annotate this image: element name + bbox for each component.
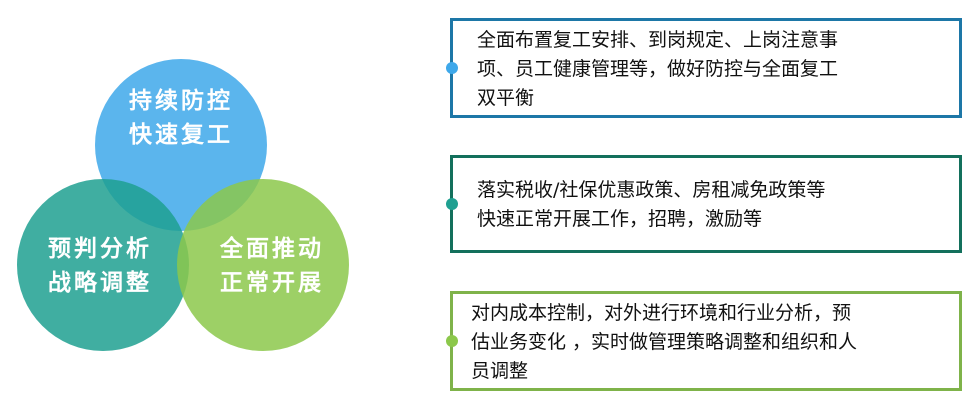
measure-line: 全面布置复工安排、到岗规定、上岗注意事 (477, 29, 839, 51)
measure-line: 落实税收/社保优惠政策、房租减免政策等 (477, 179, 826, 201)
measure-line: 快速正常开展工作，招聘，激励等 (477, 208, 763, 230)
bullet-dot-icon (446, 335, 458, 347)
measure-box-cost-control: 对内成本控制，对外进行环境和行业分析，预 估业务变化 ，实时做管理策略调整和组织… (446, 291, 962, 391)
measure-box-resumption: 全面布置复工安排、到岗规定、上岗注意事 项、员工健康管理等，做好防控与全面复工 … (446, 18, 962, 118)
circle-left-line1: 预判分析 (48, 236, 152, 262)
measure-line: 项、员工健康管理等，做好防控与全面复工 (477, 58, 839, 80)
circle-top-line2: 快速复工 (129, 122, 233, 148)
circle-top-label: 持续防控 快速复工 (121, 84, 241, 152)
circle-right-label: 全面推动 正常开展 (212, 232, 332, 300)
measure-box-policy: 落实税收/社保优惠政策、房租减免政策等 快速正常开展工作，招聘，激励等 (446, 155, 962, 253)
circle-full-promotion (177, 179, 349, 351)
circle-left-line2: 战略调整 (48, 270, 152, 296)
measure-text: 对内成本控制，对外进行环境和行业分析，预 估业务变化 ，实时做管理策略调整和组织… (471, 299, 857, 386)
measure-line: 估业务变化 ，实时做管理策略调整和组织和人 (471, 331, 858, 353)
circle-right-line1: 全面推动 (220, 236, 324, 262)
circle-forecast-analysis (17, 179, 189, 351)
measure-text: 全面布置复工安排、到岗规定、上岗注意事 项、员工健康管理等，做好防控与全面复工 … (477, 26, 838, 113)
measure-line: 员调整 (471, 360, 529, 382)
venn-diagram (17, 59, 349, 351)
measure-line: 对内成本控制，对外进行环境和行业分析，预 (471, 302, 852, 324)
measure-text: 落实税收/社保优惠政策、房租减免政策等 快速正常开展工作，招聘，激励等 (477, 176, 825, 234)
measure-line: 双平衡 (477, 87, 535, 109)
circle-right-line2: 正常开展 (220, 270, 324, 296)
bullet-dot-icon (446, 62, 458, 74)
circle-top-line1: 持续防控 (129, 88, 233, 114)
circle-left-label: 预判分析 战略调整 (40, 232, 160, 300)
bullet-dot-icon (446, 198, 458, 210)
